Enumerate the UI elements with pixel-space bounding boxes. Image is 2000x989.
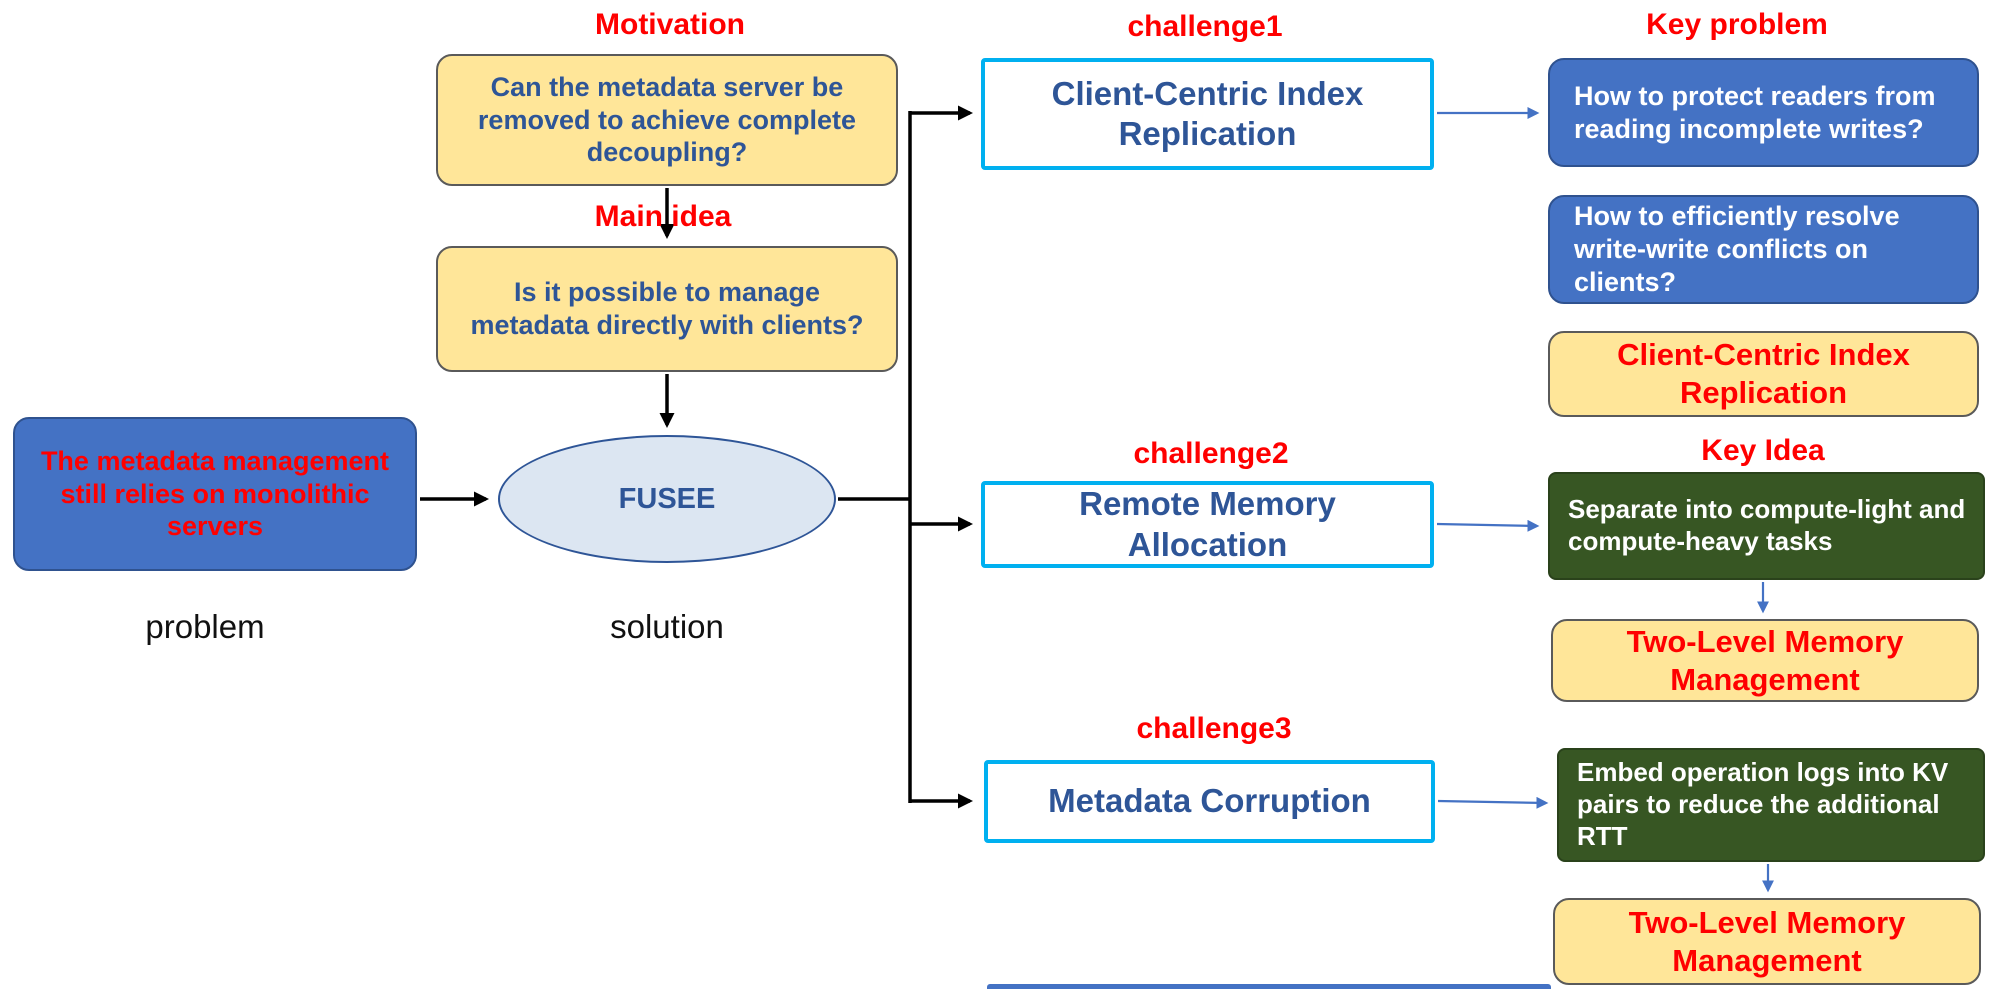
motivation-label: Motivation: [595, 8, 745, 41]
cropped-bottom-box: [987, 984, 1551, 989]
challenge3-box: Metadata Corruption: [984, 760, 1435, 843]
fusee-ellipse: FUSEE: [498, 435, 836, 563]
challenge2-box: Remote Memory Allocation: [981, 481, 1434, 568]
main-idea-box: Is it possible to manage metadata direct…: [436, 246, 898, 372]
key-problem-box-2: How to efficiently resolve write-write c…: [1548, 195, 1979, 304]
challenge1-box: Client-Centric Index Replication: [981, 58, 1434, 170]
problem-label: problem: [145, 608, 265, 645]
main-idea-label: Main idea: [594, 200, 732, 233]
problem-box: The metadata management still relies on …: [13, 417, 417, 571]
key-idea-box-2: Embed operation logs into KV pairs to re…: [1557, 748, 1985, 862]
key-problem-label: Key problem: [1646, 8, 1828, 41]
solution-label: solution: [610, 608, 724, 645]
two-level-box-2: Two-Level Memory Management: [1553, 898, 1981, 985]
challenge3-label: challenge3: [1136, 712, 1292, 745]
key-idea-box-1: Separate into compute-light and compute-…: [1548, 472, 1985, 580]
key-problem-box-1: How to protect readers from reading inco…: [1548, 58, 1979, 167]
motivation-box: Can the metadata server be removed to ac…: [436, 54, 898, 186]
challenge1-label: challenge1: [1127, 10, 1283, 43]
challenge2-label: challenge2: [1133, 437, 1289, 470]
arrow-challenge3-to-keyidea2: [1437, 796, 1549, 809]
arrow-challenge2-to-keyidea1: [1436, 519, 1540, 532]
two-level-box-1: Two-Level Memory Management: [1551, 619, 1979, 702]
key-idea-label: Key Idea: [1701, 434, 1825, 467]
solution-box-client-centric: Client-Centric Index Replication: [1548, 331, 1979, 417]
